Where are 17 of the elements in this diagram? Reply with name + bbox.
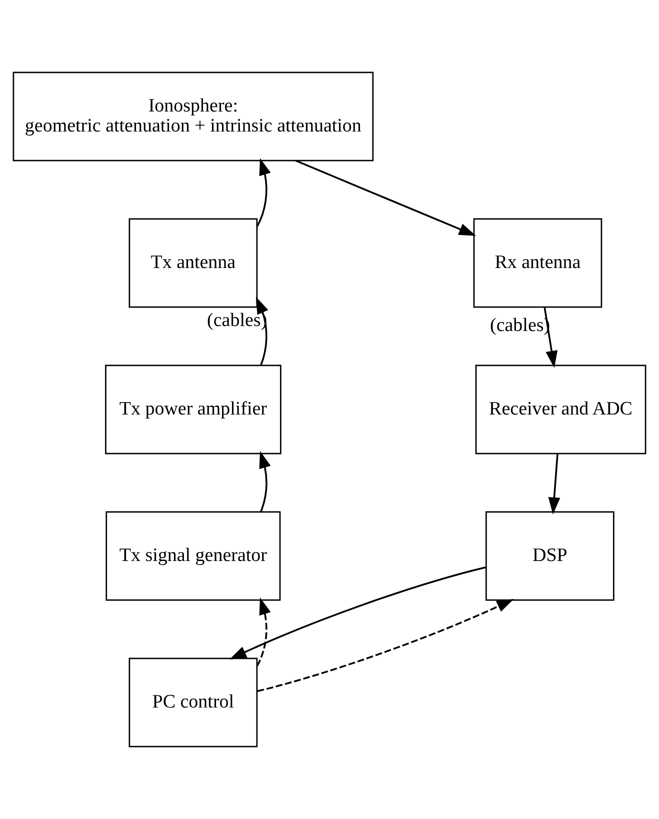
arrow (229, 566, 486, 660)
node-box: Ionosphere: geometric attenuation + intrinsic attenuation (12, 72, 374, 162)
node-box: PC control (128, 658, 258, 748)
node-box: Rx antenna (473, 218, 602, 308)
arrow (257, 598, 514, 692)
arrow (256, 158, 271, 227)
arrow (295, 160, 476, 236)
node-box: Receiver and ADC (475, 364, 646, 454)
arrow (259, 451, 271, 512)
arrow (256, 296, 268, 366)
arrow (544, 306, 558, 368)
node-box: Tx signal generator (106, 511, 281, 601)
node-box: DSP (486, 511, 614, 601)
arrow (256, 598, 271, 666)
node-box: Tx antenna (128, 218, 258, 308)
node-box: Tx power amplifier (105, 364, 282, 454)
arrow (548, 454, 560, 514)
